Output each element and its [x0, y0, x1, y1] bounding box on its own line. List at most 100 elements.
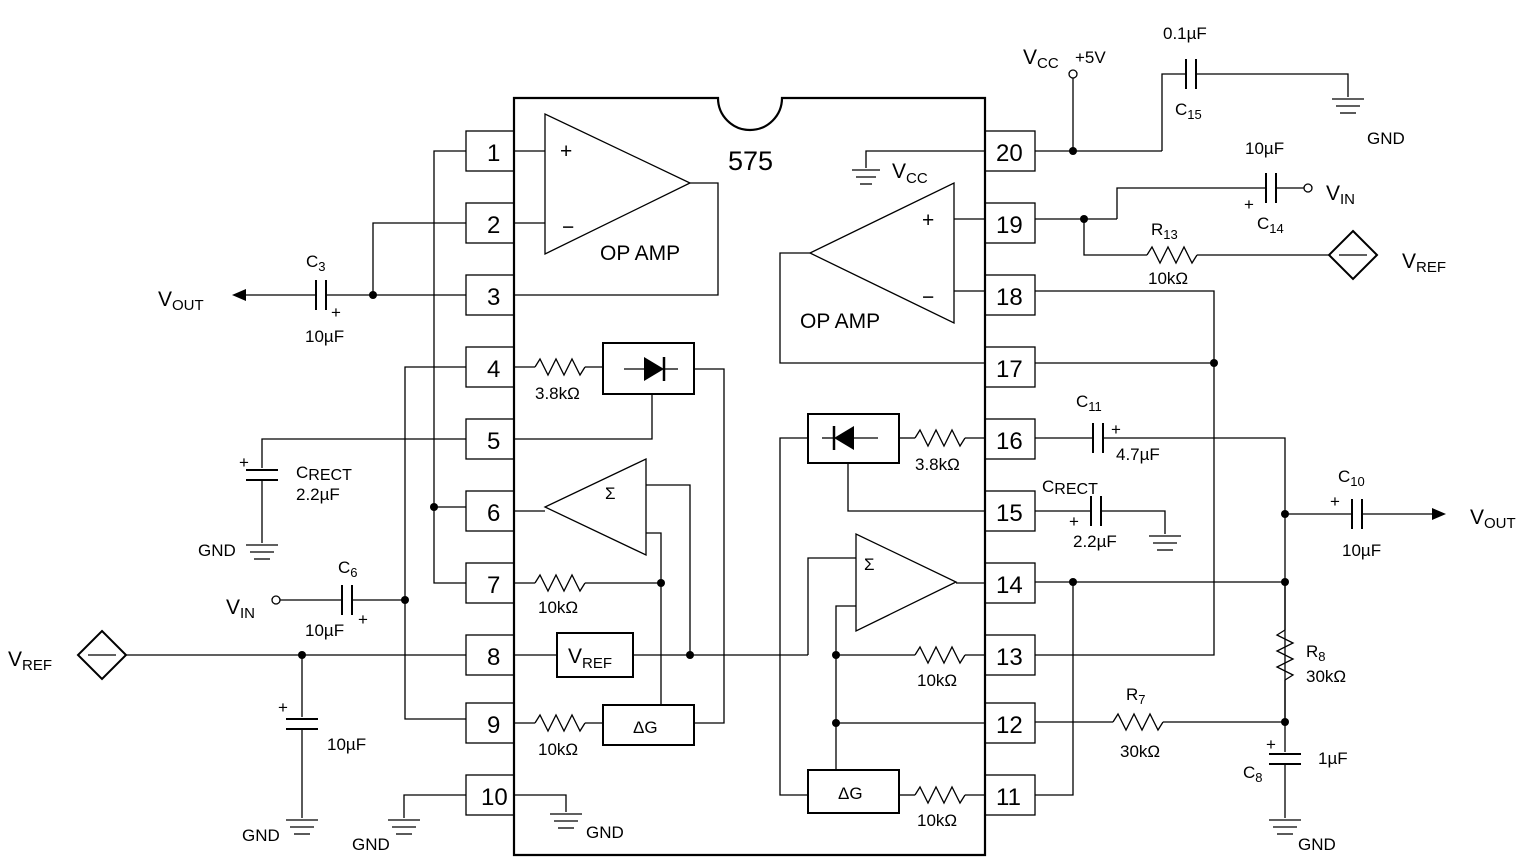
c11-value: 4.7µF [1116, 445, 1160, 464]
svg-text:GND: GND [1367, 129, 1405, 148]
c15-value: 0.1µF [1163, 24, 1207, 43]
svg-text:+: + [1244, 195, 1254, 214]
c15-name: C15 [1175, 100, 1202, 122]
svg-text:+: + [278, 698, 288, 717]
svg-text:+: + [1330, 492, 1340, 511]
vref-block: VREF [514, 557, 856, 678]
res-13-value: 10kΩ [917, 671, 957, 690]
crect-left-name: CRECT [296, 463, 352, 484]
vcc-value: +5V [1075, 48, 1106, 67]
c6-name: C6 [338, 558, 358, 580]
svg-text:+: + [239, 453, 249, 472]
svg-text:+: + [358, 610, 368, 629]
crect-right-value: 2.2µF [1073, 532, 1117, 551]
left-pins: 1 2 3 4 5 6 7 8 9 10 [465, 130, 515, 816]
svg-text:VREF: VREF [568, 645, 612, 672]
vref-left-label: VREF [8, 648, 52, 674]
pin-5: 5 [487, 428, 500, 455]
svg-text:ΔG: ΔG [838, 784, 863, 803]
c11-name: C11 [1076, 392, 1102, 414]
svg-text:−: − [922, 286, 934, 309]
c14-name: C14 [1257, 214, 1284, 236]
r8-name: R8 [1306, 642, 1326, 664]
r13-value: 10kΩ [1148, 269, 1188, 288]
vcc-internal-label: VCC [892, 160, 928, 187]
pin-6: 6 [487, 500, 500, 527]
svg-text:ΔG: ΔG [633, 718, 658, 737]
svg-text:GND: GND [198, 541, 236, 560]
cref-left-value: 10µF [327, 735, 366, 754]
right-opamp-label: OP AMP [800, 310, 880, 333]
pin10-internal-gnd: GND [514, 794, 624, 842]
pin-7: 7 [487, 572, 500, 599]
pin-9: 9 [487, 712, 500, 739]
pin-11: 11 [996, 784, 1021, 811]
pin-10: 10 [481, 784, 508, 811]
pin-14: 14 [996, 572, 1023, 599]
pin-19: 19 [996, 212, 1023, 239]
pin-2: 2 [487, 212, 500, 239]
svg-text:Σ: Σ [864, 555, 875, 574]
r7-name: R7 [1126, 685, 1146, 707]
pin-4: 4 [487, 356, 500, 383]
svg-text:GND: GND [1298, 835, 1336, 854]
vout-right-label: VOUT [1470, 506, 1516, 532]
pin-20: 20 [996, 140, 1023, 167]
res-4-value: 3.8kΩ [535, 384, 580, 403]
c3-value: 10µF [305, 327, 344, 346]
chip-outline [512, 96, 987, 857]
chip-name: 575 [728, 146, 773, 176]
pin-13: 13 [996, 644, 1023, 671]
left-external: C3 + 10µF VOUT C6 + 10µF VIN + CRECT 2.2… [8, 150, 466, 854]
svg-text:−: − [562, 216, 574, 239]
svg-text:+: + [1266, 735, 1276, 754]
vin-left-label: VIN [226, 596, 255, 622]
c3-name: C3 [306, 252, 326, 274]
right-rectifier: 3.8kΩ [779, 413, 985, 796]
c14-value: 10µF [1245, 139, 1284, 158]
vout-left-label: VOUT [158, 288, 204, 314]
c6-value: 10µF [305, 621, 344, 640]
svg-text:+: + [922, 209, 934, 232]
crect-left-value: 2.2µF [296, 485, 340, 504]
vcc-ext-label: VCC [1023, 46, 1059, 72]
svg-text:GND: GND [242, 826, 280, 845]
left-summer: Σ 10kΩ [514, 457, 691, 703]
svg-text:GND: GND [352, 835, 390, 854]
c10-name: C10 [1338, 467, 1365, 489]
pin-12: 12 [996, 712, 1023, 739]
vref-right-label: VREF [1402, 250, 1446, 276]
left-opamp: + − OP AMP [514, 112, 719, 296]
res-9-value: 10kΩ [538, 740, 578, 759]
pin-17: 17 [996, 356, 1023, 383]
left-rectifier: 3.8kΩ [514, 342, 725, 724]
right-pins: 20 19 18 17 16 15 14 13 12 11 [984, 130, 1036, 816]
pin-18: 18 [996, 284, 1023, 311]
svg-text:+: + [1111, 420, 1121, 439]
svg-text:+: + [560, 140, 572, 163]
res-7-value: 10kΩ [538, 598, 578, 617]
res-11-value: 10kΩ [917, 811, 957, 830]
res-16-value: 3.8kΩ [915, 455, 960, 474]
right-summer: Σ 10kΩ ΔG 10kΩ [807, 532, 985, 830]
svg-text:Σ: Σ [605, 484, 616, 503]
svg-text:GND: GND [586, 823, 624, 842]
right-external: VCC +5V 0.1µF C15 GND 10µF + C14 VIN R13… [1023, 24, 1516, 854]
crect-right-name: CRECT [1042, 477, 1098, 498]
pin-3: 3 [487, 284, 500, 311]
pin-15: 15 [996, 500, 1023, 527]
r8-value: 30kΩ [1306, 667, 1346, 686]
left-gain-cell: ΔG 10kΩ [514, 703, 695, 759]
pin-8: 8 [487, 644, 500, 671]
pin-16: 16 [996, 428, 1023, 455]
svg-text:+: + [331, 303, 341, 322]
c10-value: 10µF [1342, 541, 1381, 560]
c8-name: C8 [1243, 763, 1263, 785]
r13-name: R13 [1151, 220, 1178, 242]
right-opamp: + − OP AMP VCC [779, 150, 985, 364]
svg-text:+: + [1069, 512, 1079, 531]
pin-1: 1 [487, 140, 500, 167]
left-opamp-label: OP AMP [600, 242, 680, 265]
vin-right-label: VIN [1326, 182, 1355, 208]
